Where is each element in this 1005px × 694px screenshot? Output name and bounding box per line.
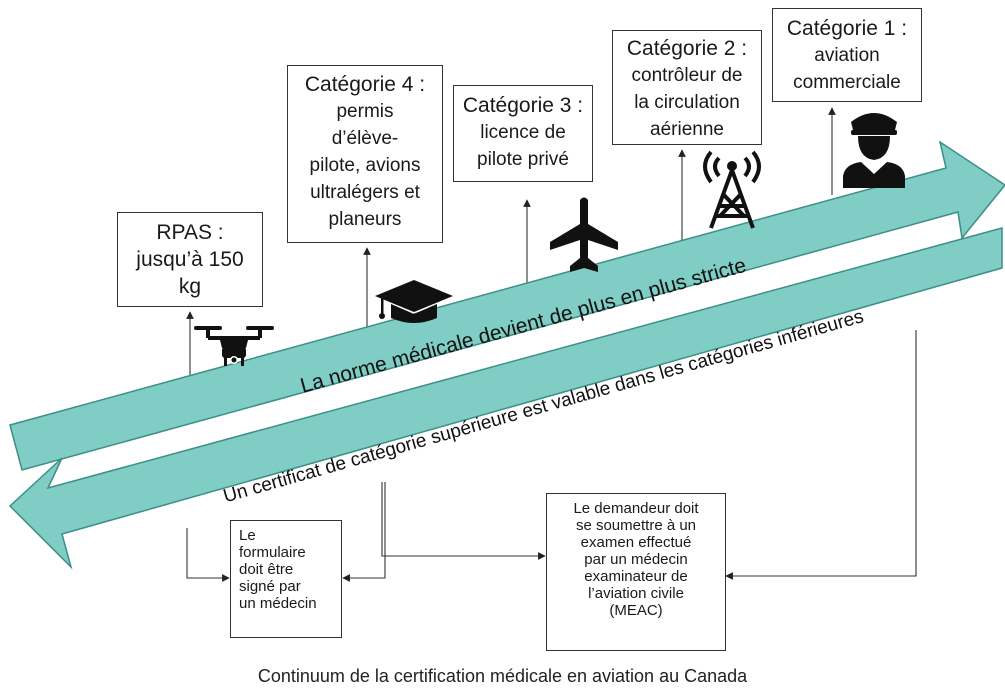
cat4-line-2: d’élève- xyxy=(331,128,399,149)
cat4-line-1: permis xyxy=(336,101,394,122)
cat3-title: Catégorie 3 : xyxy=(462,94,584,117)
rpas-line-2: kg xyxy=(178,275,202,298)
category-box-rpas: RPAS : jusqu’à 150 kg xyxy=(117,212,263,307)
category-box-cat1: Catégorie 1 : aviation commerciale xyxy=(772,8,922,102)
exam-line-1: Le demandeur doit xyxy=(573,500,699,517)
exam-line-7: (MEAC) xyxy=(609,602,663,619)
exam-line-2: se soumettre à un xyxy=(575,517,697,534)
airplane-icon xyxy=(550,197,618,272)
form-line-4: signé par xyxy=(239,578,301,595)
form-line-3: doit être xyxy=(239,561,294,578)
cat2-title: Catégorie 2 : xyxy=(626,37,748,60)
diagram-caption: Continuum de la certification médicale e… xyxy=(257,666,748,686)
outcome-box-form: Le formulaire doit être signé par un méd… xyxy=(230,520,342,638)
category-box-cat3: Catégorie 3 : licence de pilote privé xyxy=(453,85,593,182)
form-line-5: un médecin xyxy=(239,595,317,612)
outcome-box-exam: Le demandeur doit se soumettre à un exam… xyxy=(546,493,726,651)
category-box-cat2: Catégorie 2 : contrôleur de la circulati… xyxy=(612,30,762,145)
cat3-line-2: pilote privé xyxy=(477,149,569,170)
radio-tower-icon xyxy=(703,150,761,229)
cat1-title: Catégorie 1 : xyxy=(786,17,908,40)
cat4-line-5: planeurs xyxy=(328,209,402,230)
form-line-1: Le xyxy=(239,527,256,544)
graduation-cap-icon xyxy=(375,280,453,323)
rpas-title: RPAS : xyxy=(156,221,224,244)
category-box-cat4: Catégorie 4 : permis d’élève- pilote, av… xyxy=(287,65,443,243)
connector-cat4-to-exam xyxy=(381,482,546,560)
exam-line-6: l’aviation civile xyxy=(588,585,684,602)
cat4-line-4: ultralégers et xyxy=(310,182,420,203)
exam-line-5: examinateur de xyxy=(584,568,688,585)
cat2-line-1: contrôleur de xyxy=(631,65,743,86)
cat1-line-1: aviation xyxy=(814,45,880,66)
exam-line-4: par un médecin xyxy=(584,551,688,568)
cat3-line-1: licence de xyxy=(480,122,566,143)
connector-rpas-to-form xyxy=(186,528,230,582)
drone-icon xyxy=(194,326,274,366)
cat2-line-3: aérienne xyxy=(650,119,724,140)
cat4-line-3: pilote, avions xyxy=(309,155,421,176)
cat4-title: Catégorie 4 : xyxy=(304,73,426,96)
pilot-icon xyxy=(843,113,905,188)
connector-cat4-to-form xyxy=(342,482,386,582)
cat1-line-2: commerciale xyxy=(793,72,901,93)
rpas-line-1: jusqu’à 150 xyxy=(136,248,244,271)
form-line-2: formulaire xyxy=(239,544,306,561)
cat2-line-2: la circulation xyxy=(634,92,740,113)
connector-right-to-exam xyxy=(725,330,917,580)
exam-line-3: examen effectué xyxy=(580,534,692,551)
lower-arrow-label: Un certificat de catégorie supérieure es… xyxy=(221,306,866,507)
